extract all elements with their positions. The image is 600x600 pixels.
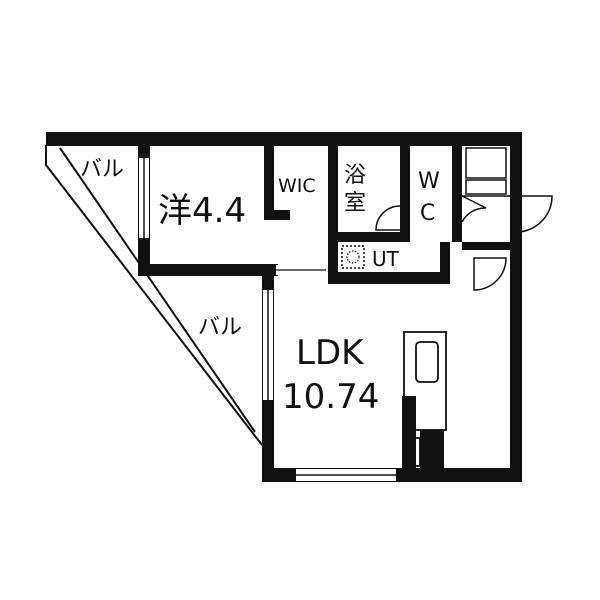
ldk-label: LDK bbox=[296, 333, 365, 373]
ldk-area-label: 10.74 bbox=[282, 377, 379, 417]
bath-label-line1: 浴 bbox=[344, 163, 366, 188]
bath-label-line2: 室 bbox=[344, 191, 366, 216]
utility-label: UT bbox=[372, 247, 400, 271]
wic-label: WIC bbox=[278, 175, 316, 197]
kitchen bbox=[403, 331, 447, 467]
western-room-label: 洋4.4 bbox=[158, 191, 246, 231]
entrance-area bbox=[375, 147, 553, 291]
windows bbox=[139, 158, 396, 481]
washing-machine bbox=[341, 245, 365, 269]
interior-walls bbox=[138, 132, 510, 470]
balcony-outline bbox=[45, 145, 263, 446]
balcony-upper-label: バル bbox=[80, 157, 124, 182]
balcony-lower-label: バル bbox=[198, 315, 242, 340]
wc-label-line2: C bbox=[420, 201, 435, 226]
wc-label-line1: W bbox=[418, 169, 440, 194]
